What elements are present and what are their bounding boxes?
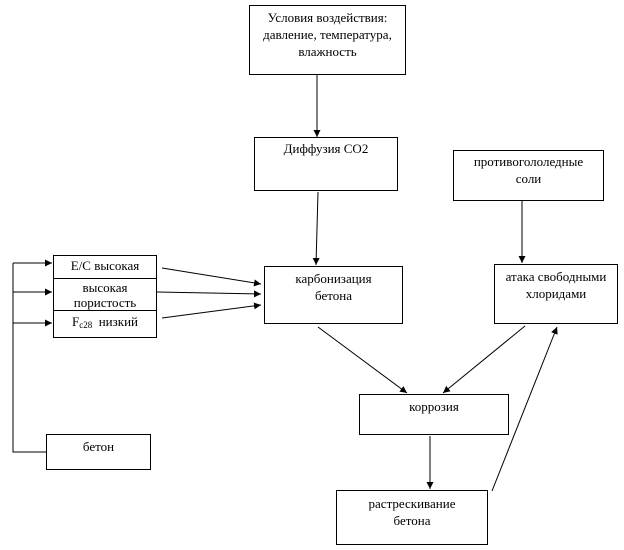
deicing-salts-box: противогололедные соли: [453, 150, 604, 201]
factor-high-porosity: высокая пористость: [54, 278, 156, 310]
cracking-line-1: растрескивание: [368, 496, 456, 511]
arrow-porosity-to-carbonation: [156, 290, 262, 298]
carbonation-box: карбонизация бетона: [264, 266, 403, 324]
conditions-line-1: Условия воздействия:: [267, 10, 388, 25]
conditions-line-2: давление, температура,: [263, 27, 392, 42]
chloride-attack-line-2: хлоридами: [525, 286, 587, 301]
concrete-factors-stack: Е/С высокая высокая пористость Fc28 низк…: [53, 255, 157, 338]
deicing-salts-line-2: соли: [515, 171, 542, 186]
deicing-salts-line-1: противогололедные: [473, 154, 584, 169]
arrow-strength-to-carbonation: [161, 302, 262, 319]
co2-diffusion-box: Диффузия СО2: [254, 137, 398, 191]
factor-wc-high: Е/С высокая: [54, 256, 156, 278]
bracket-concrete-to-factors: [12, 263, 46, 453]
conditions-box: Условия воздействия: давление, температу…: [249, 5, 406, 75]
chloride-attack-line-1: атака свободными: [505, 269, 607, 284]
corrosion-label: коррозия: [409, 399, 459, 414]
arrow-diffusion-to-carbonation: [312, 191, 320, 266]
factor-wc-high-label: Е/С высокая: [70, 258, 140, 273]
arrow-cracking-to-chloride-attack: [491, 326, 558, 492]
carbonation-line-2: бетона: [315, 288, 352, 303]
concrete-box: бетон: [46, 434, 151, 470]
arrow-chloride-to-corrosion: [442, 325, 526, 394]
cracking-box: растрескивание бетона: [336, 490, 488, 545]
arrow-carbonation-to-corrosion: [317, 326, 408, 394]
corrosion-box: коррозия: [359, 394, 509, 435]
factor-porosity-line-1: высокая: [82, 280, 128, 295]
chloride-attack-box: атака свободными хлоридами: [494, 264, 618, 324]
concrete-label: бетон: [82, 439, 115, 454]
factor-strength-symbol: F: [71, 314, 80, 329]
factor-strength-subscript: c28: [79, 320, 93, 330]
co2-diffusion-label: Диффузия СО2: [283, 141, 369, 156]
arrow-wc-to-carbonation: [161, 267, 262, 287]
factor-strength-text: низкий: [98, 314, 138, 329]
cracking-line-2: бетона: [393, 513, 431, 528]
factor-low-strength: Fc28 низкий: [54, 310, 156, 337]
conditions-line-3: влажность: [298, 44, 357, 59]
carbonation-line-1: карбонизация: [295, 271, 372, 286]
factor-porosity-line-2: пористость: [73, 295, 137, 310]
